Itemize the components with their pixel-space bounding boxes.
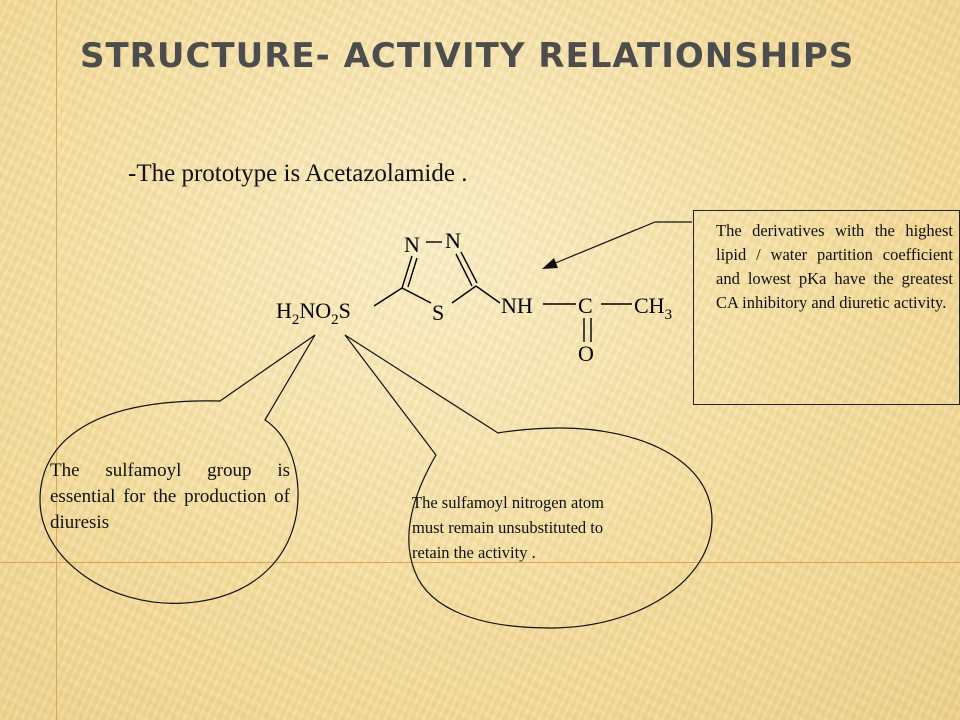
bond-n-c-left-double: [407, 257, 418, 288]
callout-arrow: [542, 221, 692, 269]
atom-h: H: [276, 298, 292, 323]
bond-n-c-right: [455, 253, 473, 287]
slide-subtitle: -The prototype is Acetazolamide .: [128, 160, 468, 187]
bond-c-s-left: [401, 287, 432, 304]
slide-title: STRUCTURE- ACTIVITY RELATIONSHIPS: [80, 36, 855, 76]
subscript-h: 2: [292, 312, 300, 328]
ring-atom-n-right: N: [445, 228, 461, 253]
lipid-partition-callout-box: The derivatives with the highest lipid /…: [693, 210, 960, 405]
atom-ch: CH: [634, 293, 665, 318]
subscript-no: 2: [331, 312, 339, 328]
bond-c-s-right: [451, 285, 477, 304]
atom-s: S: [339, 298, 351, 323]
molecule-structure: N N S H2NO2S NH C O CH3: [276, 228, 672, 366]
subscript-ch: 3: [665, 307, 673, 323]
atom-nh: NH: [501, 293, 533, 318]
sulfamoyl-nitrogen-note: The sulfamoyl nitrogen atom must remain …: [412, 493, 604, 562]
atom-no: NO: [299, 298, 331, 323]
bond-n-c-left: [401, 255, 413, 289]
bubble2-outline: [344, 334, 713, 629]
ring-atom-n-left: N: [404, 232, 420, 257]
atom-c: C: [578, 293, 593, 318]
sulfamoyl-group: H2NO2S: [276, 298, 351, 328]
methyl-group: CH3: [634, 293, 672, 323]
atom-o: O: [578, 341, 594, 366]
bond-n-c-right-double: [460, 251, 478, 284]
bond-s-ring: [373, 287, 403, 307]
ring-atom-s: S: [432, 300, 444, 325]
bond-ring-nh: [475, 285, 501, 304]
callout-box-text: The derivatives with the highest lipid /…: [716, 221, 953, 312]
decorative-vertical-rule: [56, 0, 57, 720]
sulfamoyl-essential-note: The sulfamoyl group is essential for the…: [50, 460, 290, 533]
decorative-horizontal-rule: [0, 562, 960, 563]
bubble1-outline: [39, 334, 316, 604]
